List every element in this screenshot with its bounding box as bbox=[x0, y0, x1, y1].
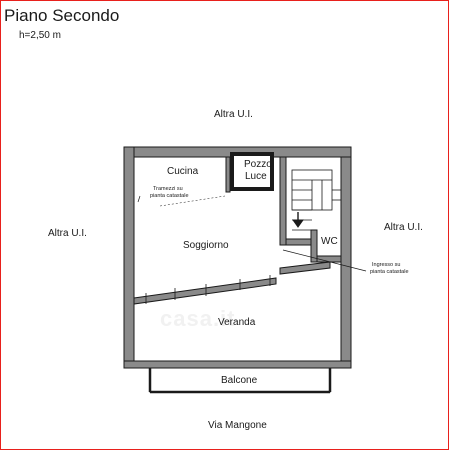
tramezzi-dashed-line bbox=[159, 195, 226, 207]
room-label-pozzo-line1: Pozzo bbox=[244, 159, 272, 170]
wall-wc-bottom bbox=[316, 255, 342, 263]
note-ingresso-line2: pianta catastale bbox=[370, 269, 409, 275]
entrance-wall-segment bbox=[279, 261, 331, 275]
entrance-door-line bbox=[282, 249, 367, 272]
street-label: Via Mangone bbox=[208, 420, 267, 431]
wall-right bbox=[340, 156, 352, 369]
wall-left bbox=[123, 146, 135, 369]
pozzo-luce-shaft bbox=[230, 152, 274, 191]
room-label-wc: WC bbox=[321, 236, 338, 247]
wall-kitchen-partition bbox=[225, 156, 231, 193]
note-tramezzi-line2: pianta catastale bbox=[150, 193, 189, 199]
wall-bottom bbox=[123, 360, 352, 369]
staircase bbox=[291, 169, 341, 231]
room-label-balcone: Balcone bbox=[221, 375, 258, 386]
ceiling-height-label: h=2,50 m bbox=[19, 30, 61, 41]
watermark-logo: casa.it bbox=[160, 306, 236, 331]
neighbor-label-left: Altra U.I. bbox=[48, 228, 87, 239]
room-label-pozzo-line2: Luce bbox=[245, 171, 267, 182]
floor-title: Piano Secondo bbox=[4, 6, 120, 25]
veranda-window-marks bbox=[145, 275, 271, 304]
room-label-veranda: Veranda bbox=[218, 317, 256, 328]
tramezzi-leader-line bbox=[137, 195, 141, 203]
wall-stair-bottom bbox=[285, 238, 312, 246]
neighbor-label-right: Altra U.I. bbox=[384, 222, 423, 233]
note-tramezzi-line1: Tramezzi su bbox=[153, 186, 183, 192]
room-label-cucina: Cucina bbox=[167, 166, 199, 177]
neighbor-label-top: Altra U.I. bbox=[214, 109, 253, 120]
note-ingresso-line1: Ingresso su bbox=[372, 262, 401, 268]
room-label-soggiorno: Soggiorno bbox=[183, 240, 229, 251]
wall-stair-left bbox=[279, 156, 287, 246]
stair-down-arrow-icon bbox=[292, 212, 304, 228]
veranda-dividing-wall bbox=[133, 277, 277, 305]
